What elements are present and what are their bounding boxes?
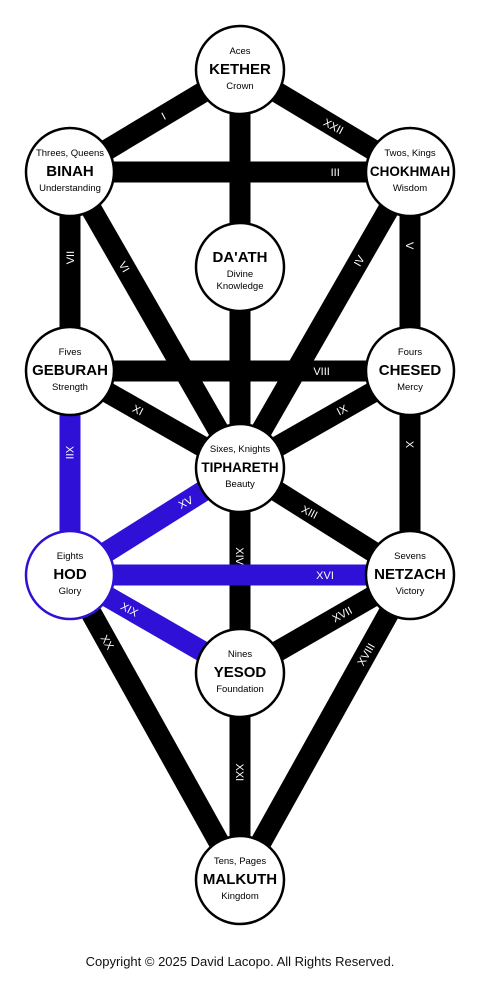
sephira-attribution: Sixes, Knights (210, 444, 270, 455)
sephira-name: CHOKHMAH (370, 164, 450, 179)
sephira-name: YESOD (214, 664, 267, 681)
path-label: X (403, 441, 415, 449)
sephira-attribution: Sevens (394, 551, 426, 562)
sephira-circle (194, 24, 286, 116)
sephira-attribution: Twos, Kings (384, 148, 435, 159)
copyright-notice: Copyright © 2025 David Lacopo. All Right… (85, 954, 395, 969)
sephira-name: KETHER (209, 61, 271, 78)
path-label: VIII (313, 366, 330, 378)
path-label: XIV (233, 547, 245, 565)
sephira-meaning: Wisdom (393, 183, 427, 194)
sephira-circle (194, 834, 286, 926)
path-bar (230, 166, 420, 474)
sephira-meaning: Kingdom (221, 891, 259, 902)
path-label: I (160, 111, 168, 123)
sephira-circle (194, 221, 286, 313)
path-label: VI (116, 260, 132, 275)
sephira-name: TIPHARETH (201, 460, 278, 475)
path-xx: XX (60, 569, 250, 886)
sephira-name: GEBURAH (32, 362, 108, 379)
sephira-name: DA'ATH (213, 249, 268, 266)
sephira-circle (24, 529, 116, 621)
path-xviii: XVIII (230, 569, 420, 886)
sephira-meaning: Foundation (216, 684, 264, 695)
sephira-meaning: Beauty (225, 479, 255, 490)
path-iv: IV (230, 166, 420, 474)
sephira-meaning: Understanding (39, 183, 101, 194)
path-label: XI (130, 403, 145, 418)
path-vi: VI (60, 166, 250, 474)
path-label: V (403, 242, 415, 250)
sephira-meaning: Glory (59, 586, 82, 597)
path-label: XXI (233, 763, 245, 781)
sephira-meaning: Divine (227, 269, 253, 280)
sephira-attribution: Aces (229, 46, 250, 57)
sephira-circle (24, 126, 116, 218)
path-label: III (331, 167, 340, 179)
path-label: VII (65, 251, 77, 264)
path-label: XII (63, 446, 75, 459)
sephira-name: CHESED (379, 362, 442, 379)
sephira-circle (364, 126, 456, 218)
sephira-name: BINAH (46, 163, 94, 180)
sephira-circle (194, 422, 286, 514)
sephira-name: MALKUTH (203, 871, 277, 888)
sephira-name: NETZACH (374, 566, 446, 583)
path-iii: III (70, 161, 410, 183)
path-viii: VIII (70, 360, 410, 382)
sephira-meaning: Knowledge (216, 281, 263, 292)
path-bar (230, 569, 420, 886)
sephira-attribution: Tens, Pages (214, 856, 267, 867)
sephira-name: HOD (53, 566, 87, 583)
sephira-circle (364, 529, 456, 621)
path-bar (60, 166, 250, 474)
path-label: XVI (316, 570, 334, 582)
sephira-attribution: Fours (398, 347, 423, 358)
sephira-meaning: Strength (52, 382, 88, 393)
sephira-attribution: Eights (57, 551, 84, 562)
sephira-circle (364, 325, 456, 417)
sephira-circle (194, 627, 286, 719)
sephira-circle (24, 325, 116, 417)
sephira-meaning: Crown (226, 81, 253, 92)
sephira-meaning: Victory (396, 586, 425, 597)
path-xvi: XVI (70, 564, 410, 586)
sephira-attribution: Fives (59, 347, 82, 358)
sephira-meaning: Mercy (397, 382, 423, 393)
path-bar (60, 569, 250, 886)
sephira-attribution: Threes, Queens (36, 148, 104, 159)
sephira-attribution: Nines (228, 649, 253, 660)
